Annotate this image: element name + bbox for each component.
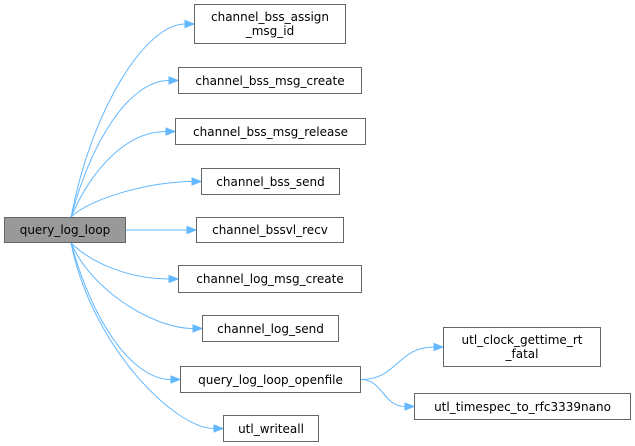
node-label: channel_bss_assign _msg_id <box>210 10 330 38</box>
arrowhead-root-n2 <box>168 76 180 85</box>
edge-root-n1 <box>70 23 186 218</box>
node-channel-bss-send[interactable]: channel_bss_send <box>201 168 340 195</box>
arrowhead-n8-n11 <box>404 402 416 411</box>
edge-root-n3 <box>70 131 167 218</box>
edge-root-n8 <box>70 242 172 380</box>
arrowhead-root-n3 <box>165 127 177 136</box>
node-query-log-loop-openfile[interactable]: query_log_loop_openfile <box>180 366 361 393</box>
node-channel-bss-msg-create[interactable]: channel_bss_msg_create <box>178 67 362 94</box>
node-label: query_log_loop_openfile <box>198 372 343 387</box>
node-label: channel_bss_msg_create <box>195 73 345 88</box>
edge-root-n9 <box>70 242 215 429</box>
arrowhead-root-n7 <box>192 324 204 333</box>
arrowhead-root-n1 <box>184 19 196 29</box>
node-utl-timespec-to-rfc3339nano[interactable]: utl_timespec_to_rfc3339nano <box>414 393 631 420</box>
node-label: utl_writeall <box>238 421 304 436</box>
arrowhead-n8-n10 <box>433 342 445 352</box>
node-label: channel_log_msg_create <box>196 272 344 286</box>
node-channel-log-msg-create[interactable]: channel_log_msg_create <box>178 265 362 293</box>
arrowhead-root-n6 <box>168 274 180 284</box>
edge-root-n7 <box>70 242 194 329</box>
node-label: utl_timespec_to_rfc3339nano <box>434 399 611 414</box>
edge-root-n2 <box>70 80 170 218</box>
node-utl-writeall[interactable]: utl_writeall <box>223 415 319 442</box>
node-channel-bss-assign-msg-id[interactable]: channel_bss_assign _msg_id <box>194 4 346 44</box>
arrowhead-root-n8 <box>170 375 182 384</box>
node-utl-clock-gettime-rt-fatal[interactable]: utl_clock_gettime_rt _fatal <box>443 327 601 367</box>
edge-n8-n10 <box>360 346 435 380</box>
arrowhead-root-n5 <box>186 225 198 235</box>
node-label: channel_log_send <box>217 321 324 336</box>
arrowhead-root-n4 <box>191 177 203 186</box>
edge-root-n6 <box>70 242 170 280</box>
node-channel-bssvl-recv[interactable]: channel_bssvl_recv <box>196 217 344 243</box>
edge-n8-n11 <box>360 379 406 407</box>
node-query-log-loop[interactable]: query_log_loop <box>4 217 126 243</box>
edge-root-n4 <box>70 181 193 218</box>
arrowhead-root-n9 <box>213 424 225 433</box>
node-label: utl_clock_gettime_rt _fatal <box>461 333 583 361</box>
node-label: channel_bssvl_recv <box>212 223 328 237</box>
node-label: query_log_loop <box>19 223 111 237</box>
node-label: channel_bss_msg_release <box>193 124 348 139</box>
node-channel-bss-msg-release[interactable]: channel_bss_msg_release <box>175 118 366 145</box>
node-label: channel_bss_send <box>216 174 325 189</box>
node-channel-log-send[interactable]: channel_log_send <box>202 315 339 342</box>
